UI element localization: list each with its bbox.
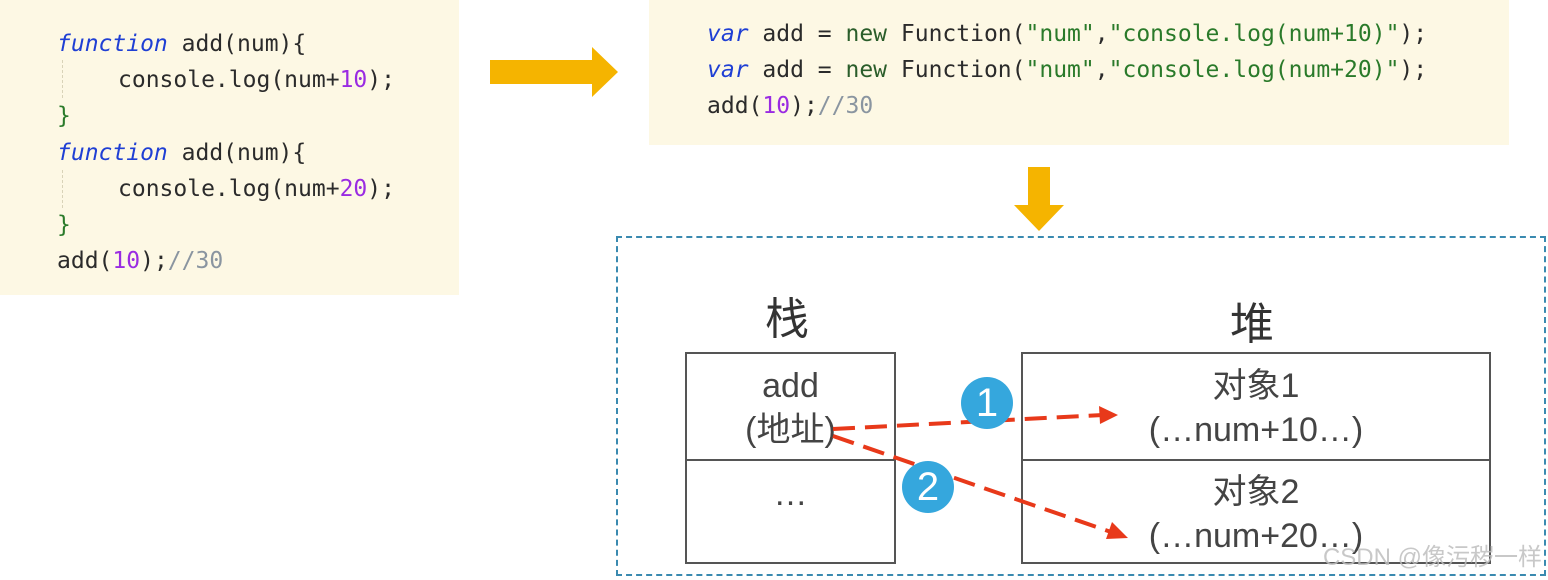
heap-object-1: 对象1 (…num+10…) <box>1023 354 1489 460</box>
code-line: add(10);//30 <box>57 248 224 274</box>
code-line: } <box>57 212 71 238</box>
heap-object-2: 对象2 (…num+20…) <box>1023 462 1489 562</box>
down-arrow-icon <box>1014 167 1064 231</box>
stack-box: add (地址) … <box>685 352 896 564</box>
step-badge-2: 2 <box>902 461 954 513</box>
code-line: console.log(num+10); <box>118 67 395 93</box>
heap-object-2-title: 对象2 <box>1212 473 1300 511</box>
stack-divider <box>687 459 894 461</box>
code-line: function add(num){ <box>57 31 307 57</box>
code-panel-function-declarations: function add(num){ console.log(num+10); … <box>0 0 459 295</box>
stack-label: 栈 <box>765 294 809 345</box>
stack-cell-add: add (地址) <box>687 354 894 460</box>
code-panel-function-constructor: var add = new Function("num","console.lo… <box>649 0 1509 145</box>
heap-label: 堆 <box>1230 299 1274 350</box>
heap-object-1-body: (…num+10…) <box>1148 411 1364 449</box>
stack-cell-address: (地址) <box>745 411 836 449</box>
stack-cell-more: … <box>687 462 894 562</box>
indent-guide <box>62 170 63 208</box>
stack-cell-ellipsis: … <box>773 475 808 513</box>
pointer-arrow-2 <box>832 434 1112 534</box>
heap-object-1-title: 对象1 <box>1212 367 1300 405</box>
stack-cell-name: add <box>762 367 819 405</box>
heap-divider <box>1023 459 1489 461</box>
step-badge-1: 1 <box>961 377 1013 429</box>
code-line: console.log(num+20); <box>118 176 395 202</box>
code-line: var add = new Function("num","console.lo… <box>707 57 1428 83</box>
pointer-arrow-1-head <box>1099 406 1118 424</box>
code-line: var add = new Function("num","console.lo… <box>707 21 1428 47</box>
heap-object-2-body: (…num+20…) <box>1148 517 1364 555</box>
pointer-arrow-1 <box>832 413 1104 431</box>
code-line: function add(num){ <box>57 140 307 166</box>
code-line: add(10);//30 <box>707 93 874 119</box>
right-arrow-icon <box>490 47 618 97</box>
pointer-arrow-2-head <box>1106 522 1128 539</box>
watermark: CSDN @像污秽一样 <box>1322 544 1542 571</box>
code-line: } <box>57 103 71 129</box>
heap-box: 对象1 (…num+10…) 对象2 (…num+20…) <box>1021 352 1491 564</box>
memory-diagram-frame <box>616 236 1546 576</box>
indent-guide <box>62 60 63 98</box>
